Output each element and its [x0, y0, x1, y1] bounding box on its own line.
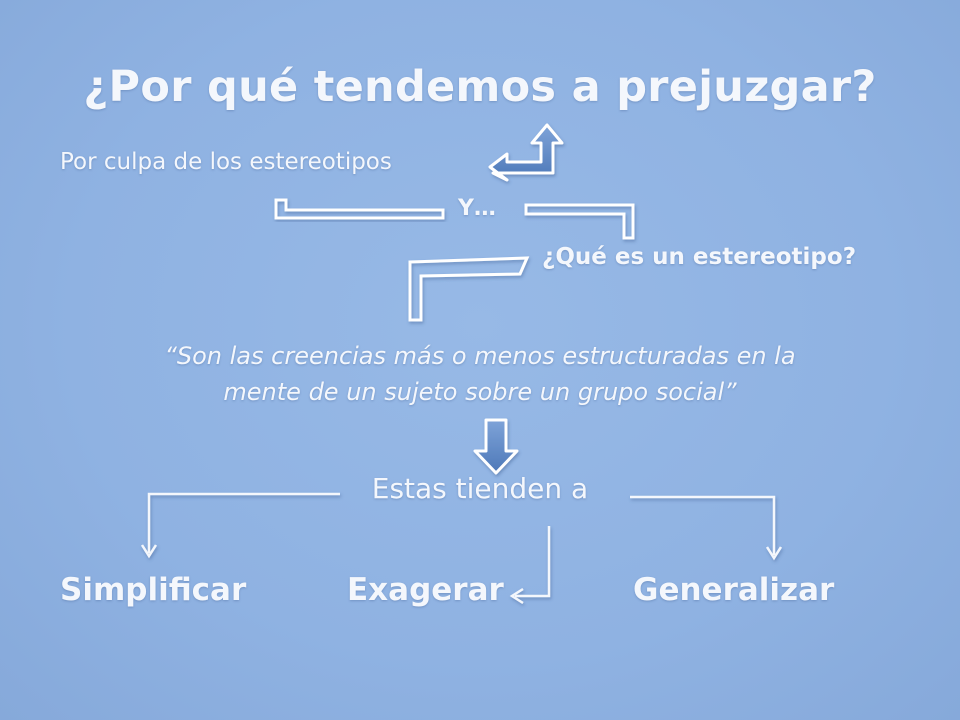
connector-left-to-and	[274, 198, 445, 220]
arrow-to-generalize-head	[765, 546, 783, 561]
arrow-stereotypes-to-title	[488, 123, 564, 182]
node-by-stereotypes: Por culpa de los estereotipos	[60, 149, 392, 175]
arrow-to-simplify-head	[140, 544, 158, 559]
arrow-definition-to-tend	[473, 418, 519, 475]
node-definition: “Son las creencias más o menos estructur…	[0, 338, 960, 410]
definition-line-1: “Son las creencias más o menos estructur…	[164, 342, 796, 370]
arrow-to-simplify	[147, 492, 340, 553]
node-tend-to: Estas tienden a	[371, 472, 589, 505]
node-exaggerate: Exagerar	[347, 572, 504, 608]
slide-title: ¿Por qué tendemos a prejuzgar?	[83, 62, 877, 112]
branch-arrows	[140, 492, 783, 605]
arrow-to-exaggerate-head	[509, 587, 524, 605]
node-generalize: Generalizar	[633, 572, 835, 608]
node-what-is-stereotype: ¿Qué es un estereotipo?	[542, 244, 857, 270]
definition-line-2: mente de un sujeto sobre un grupo social…	[223, 378, 737, 406]
arrow-to-exaggerate	[515, 526, 551, 598]
connector-question-to-definition	[408, 256, 530, 322]
node-simplify: Simplificar	[60, 572, 247, 608]
node-and: Y…	[458, 196, 496, 221]
connector-and-to-question	[524, 203, 635, 240]
arrow-to-generalize	[630, 495, 776, 555]
